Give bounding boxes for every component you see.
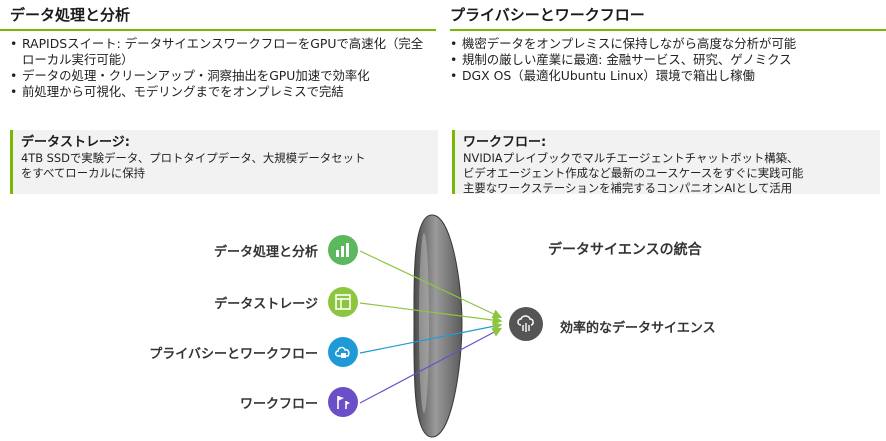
workflow-callout: ワークフロー: NVIDIAプレイブックでマルチエージェントチャットボット構築、… xyxy=(452,130,880,195)
left-bullet-list: RAPIDSスイート: データサイエンスワークフローをGPUで高速化（完全ローカ… xyxy=(10,36,430,100)
storage-panel-icon xyxy=(328,287,358,317)
left-bullet-2: データの処理・クリーンアップ・洞察抽出をGPU加速で効率化 xyxy=(10,68,430,84)
connector-line-4 xyxy=(359,327,503,404)
cloud-lock-icon xyxy=(328,337,358,367)
bar-chart-grid-icon xyxy=(328,235,358,265)
storage-callout: データストレージ: 4TB SSDで実験データ、プロトタイプデータ、大規模データ… xyxy=(10,130,438,194)
right-section-title: プライバシーとワークフロー xyxy=(450,6,645,24)
node-label-data-processing: データ処理と分析 xyxy=(213,245,318,260)
result-label: 効率的なデータサイエンス xyxy=(560,321,716,336)
left-section-title: データ処理と分析 xyxy=(10,6,131,24)
workflow-callout-title: ワークフロー: xyxy=(463,135,547,150)
storage-callout-title: データストレージ: xyxy=(21,135,130,150)
lens-title: データサイエンスの統合 xyxy=(548,242,702,258)
left-bullet-3: 前処理から可視化、モデリングまでをオンプレミスで完結 xyxy=(10,84,430,100)
connector-line-3 xyxy=(359,321,503,354)
left-title-rule xyxy=(0,29,436,31)
cloud-circuit-icon xyxy=(509,307,543,341)
right-bullet-1: 機密データをオンプレミスに保持しながら高度な分析が可能 xyxy=(450,36,880,52)
right-bullet-3: DGX OS（最適化Ubuntu Linux）環境で箱出し稼働 xyxy=(450,68,880,84)
right-bullet-2: 規制の厳しい産業に最適: 金融サービス、研究、ゲノミクス xyxy=(450,52,880,68)
workflow-callout-body: NVIDIAプレイブックでマルチエージェントチャットボット構築、 ビデオエージェ… xyxy=(463,151,804,195)
node-label-privacy-workflow: プライバシーとワークフロー xyxy=(149,347,318,362)
lens-highlight xyxy=(419,233,429,413)
right-title-rule xyxy=(450,29,886,31)
connector-line-2 xyxy=(359,302,503,325)
node-label-workflow: ワークフロー xyxy=(239,397,318,412)
integration-diagram: データ処理と分析 データストレージ プライバシーとワークフロー ワークフロー デ… xyxy=(0,205,886,441)
connector-line-1 xyxy=(359,250,503,319)
right-bullet-list: 機密データをオンプレミスに保持しながら高度な分析が可能 規制の厳しい産業に最適:… xyxy=(450,36,880,84)
workflow-flags-icon xyxy=(328,387,358,417)
node-label-data-storage: データストレージ xyxy=(214,297,318,312)
left-bullet-1: RAPIDSスイート: データサイエンスワークフローをGPUで高速化（完全ローカ… xyxy=(10,36,430,68)
diagram-canvas xyxy=(359,214,503,438)
storage-callout-body: 4TB SSDで実験データ、プロトタイプデータ、大規模データセット をすべてロー… xyxy=(21,151,366,180)
